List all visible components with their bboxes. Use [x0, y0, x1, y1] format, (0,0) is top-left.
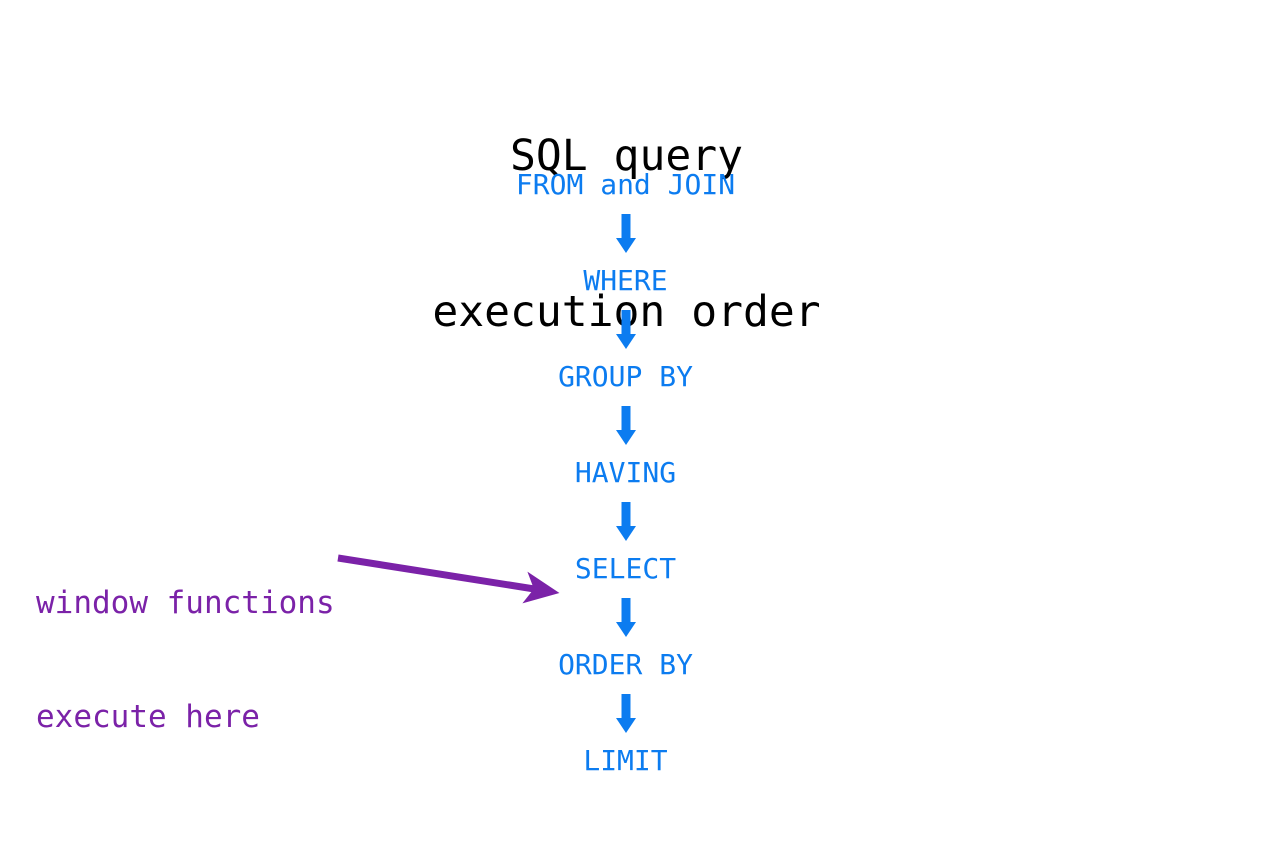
arrow-shaft [621, 694, 630, 720]
arrow-head [615, 430, 636, 445]
down-arrow-icon [615, 406, 636, 445]
flow-step-from-and-join: FROM and JOIN [515, 168, 736, 201]
down-arrow-icon [615, 310, 636, 349]
flow-step-select: SELECT [574, 552, 677, 585]
down-arrow-icon [615, 502, 636, 541]
down-arrow-icon [615, 694, 636, 733]
arrow-head [615, 526, 636, 541]
flow-step-where: WHERE [583, 264, 668, 297]
arrow-shaft [621, 406, 630, 432]
flow-step-limit: LIMIT [583, 744, 668, 777]
arrow-head [615, 238, 636, 253]
flow-step-order-by: ORDER BY [558, 648, 693, 681]
arrow-head [615, 334, 636, 349]
arrow-shaft [621, 310, 630, 336]
down-arrow-icon [615, 214, 636, 253]
annotation-line-2: execute here [36, 699, 260, 735]
execution-order-flow: FROM and JOIN WHERE GROUP BY HAVING SELE… [0, 168, 1251, 778]
arrow-shaft [621, 598, 630, 624]
annotation-line-1: window functions [36, 585, 335, 621]
flow-step-having: HAVING [574, 456, 677, 489]
flow-step-group-by: GROUP BY [558, 360, 693, 393]
down-arrow-icon [615, 598, 636, 637]
arrow-shaft [621, 502, 630, 528]
arrow-shaft [621, 214, 630, 240]
arrow-head [615, 622, 636, 637]
arrow-head [615, 718, 636, 733]
title-line-1: SQL query [510, 131, 743, 181]
annotation-window-functions: window functions execute here [36, 508, 335, 812]
